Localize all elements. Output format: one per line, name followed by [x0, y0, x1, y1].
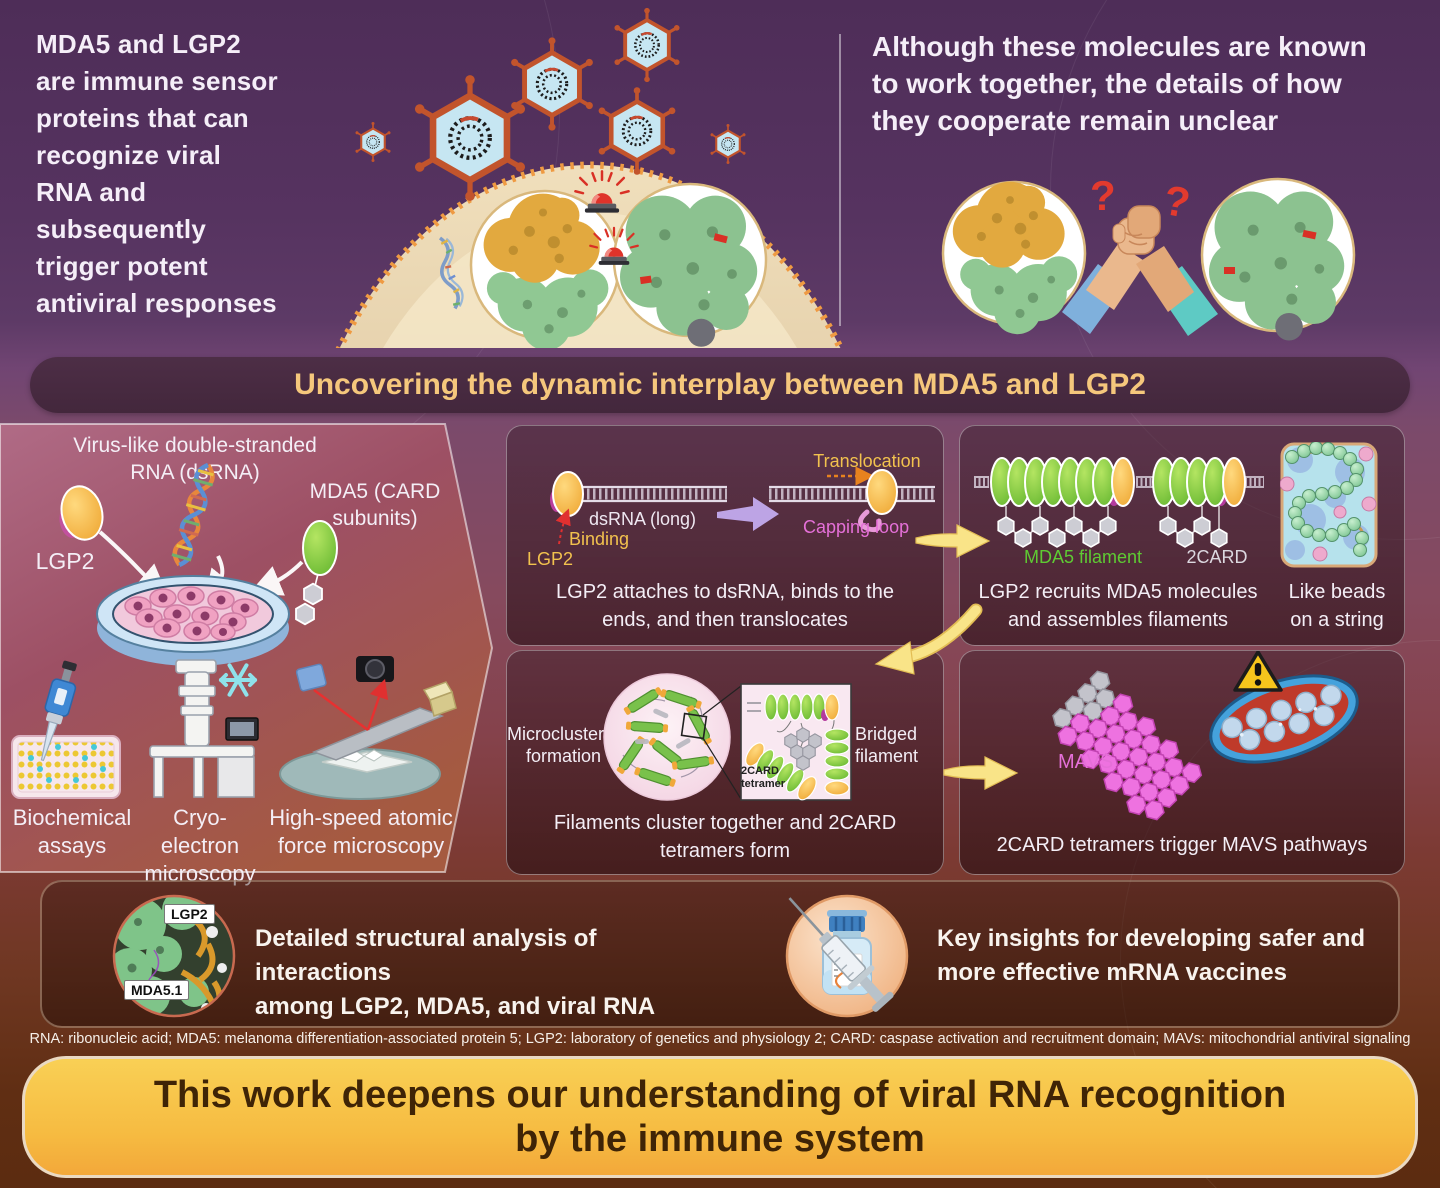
- dna-helix-icon: [171, 462, 215, 568]
- binding-label: Binding: [569, 529, 630, 549]
- afm-icon: [279, 656, 457, 800]
- mda5-input-label: MDA5 (CARD subunits): [309, 480, 441, 530]
- finding-vaccines: Key insights for developing safer and mo…: [937, 925, 1366, 986]
- lgp2-oval: [866, 469, 898, 515]
- translocation-label: Translocation: [813, 451, 921, 471]
- capping-loop-icon: [858, 509, 882, 533]
- tetramer-label: 2CARD tetramer: [741, 765, 786, 790]
- pipette-icon: [40, 660, 77, 762]
- virus-icon: [708, 122, 748, 166]
- step1-caption: LGP2 attaches to dsRNA, binds to the end…: [556, 581, 894, 631]
- finding-structural: Detailed structural analysis of interact…: [255, 925, 656, 1020]
- lgp2-input-label: LGP2: [35, 548, 95, 574]
- capping-loop-label: Capping loop: [803, 517, 910, 537]
- method-label-biochemical: Biochemical assays: [12, 805, 132, 858]
- virus-icon: [611, 5, 683, 85]
- cryo-em-icon: [149, 659, 259, 798]
- mitochondrion-icon: [1209, 674, 1359, 764]
- flow-arrows: [874, 524, 1018, 790]
- intro-right-text: Although these molecules are known to wo…: [872, 31, 1367, 136]
- mda5-structure-circle: [1200, 177, 1356, 341]
- inset-diagram: [740, 683, 852, 801]
- mavs-diagram: [1048, 651, 1359, 824]
- twocard-label: 2CARD: [1186, 547, 1248, 567]
- footnote-abbreviations: RNA: ribonucleic acid; MDA5: melanoma di…: [29, 1031, 1411, 1047]
- structure-tag-lgp2: LGP2: [164, 904, 215, 924]
- virus-icon: [510, 37, 594, 130]
- panel-step3-cluster: Microcluster formation: [506, 650, 944, 875]
- virus-icon: [353, 120, 393, 164]
- structure-tag-mda5: MDA5.1: [124, 980, 190, 1000]
- step3-caption: Filaments cluster together and 2CARD tet…: [553, 812, 897, 862]
- panel-step4-mavs: MAVS 2CARD tetramers trigger MAVS pathwa…: [959, 650, 1405, 875]
- beads-image: [1280, 442, 1378, 568]
- method-label-afm: High-speed atomic force microscopy: [269, 805, 453, 858]
- step-arrow-icon: [717, 497, 779, 531]
- conclusion-text: This work deepens our understanding of v…: [153, 1074, 1287, 1160]
- beads-caption: Like beads on a string: [1288, 581, 1386, 631]
- lgp2-icon: [59, 485, 104, 541]
- dsrna-ladder-icon: [581, 485, 727, 503]
- lgp2-label: LGP2: [527, 549, 574, 569]
- zoom-source-box: [680, 712, 708, 740]
- question-mark: ?: [1090, 172, 1116, 219]
- section-banner: Uncovering the dynamic interplay between…: [30, 357, 1410, 413]
- section-title: Uncovering the dynamic interplay between…: [294, 368, 1146, 401]
- dsrna-ladder-icon: [769, 485, 935, 503]
- mda5-icon: [295, 520, 338, 626]
- step4-caption: 2CARD tetramers trigger MAVS pathways: [996, 834, 1368, 856]
- afm-tip: [422, 681, 457, 717]
- method-label-cryoem: Cryo-electron microscopy: [144, 805, 256, 886]
- virus-icon: [597, 87, 676, 175]
- cell-infection-illustration: [335, 5, 845, 348]
- vaccine-icon: [785, 894, 909, 1018]
- dsrna-long-label: dsRNA (long): [589, 509, 697, 529]
- cells: [124, 586, 259, 641]
- mavs-label: MAVS: [1058, 751, 1114, 773]
- biochemical-assays-icon: [11, 660, 121, 799]
- lgp2-structure-circle: [941, 180, 1087, 335]
- outcomes-panel: LGP2 MDA5.1 Detailed structural analysis…: [40, 880, 1400, 1028]
- syringe-icon: [788, 897, 894, 1012]
- intro-left-text: MDA5 and LGP2 are immune sensor proteins…: [36, 29, 278, 318]
- arm-wrestling-icon: [1062, 205, 1218, 336]
- flow-arrow-right-1: [915, 524, 990, 558]
- warning-icon: [1233, 651, 1283, 692]
- dsrna-input-label: Virus-like double-stranded RNA (dsRNA): [73, 434, 317, 484]
- top-divider: [839, 34, 841, 326]
- dsrna-binding-diagram: [550, 466, 935, 545]
- laser-cube: [295, 663, 327, 692]
- flow-arrow-right-2: [943, 756, 1018, 790]
- cooperation-question-illustration: [941, 177, 1356, 341]
- panel-step1-binding: Translocation dsRNA (long) Binding LGP2 …: [506, 425, 944, 646]
- microcluster-label: Microcluster formation: [507, 724, 605, 766]
- petri-dish-icon: [96, 575, 290, 666]
- filament-icon: [974, 457, 1264, 548]
- lgp2-oval: [552, 471, 584, 517]
- snowflake-icon: [219, 663, 257, 697]
- mda5-filament-label: MDA5 filament: [1023, 547, 1143, 567]
- bridged-filament-label: Bridged filament: [855, 724, 919, 766]
- conclusion-banner: This work deepens our understanding of v…: [22, 1056, 1418, 1178]
- flow-arrow-curved: [874, 603, 983, 675]
- camera-icon: [356, 656, 394, 682]
- step2-caption: LGP2 recruits MDA5 molecules and assembl…: [978, 581, 1258, 631]
- microcluster-diagram: [603, 673, 852, 801]
